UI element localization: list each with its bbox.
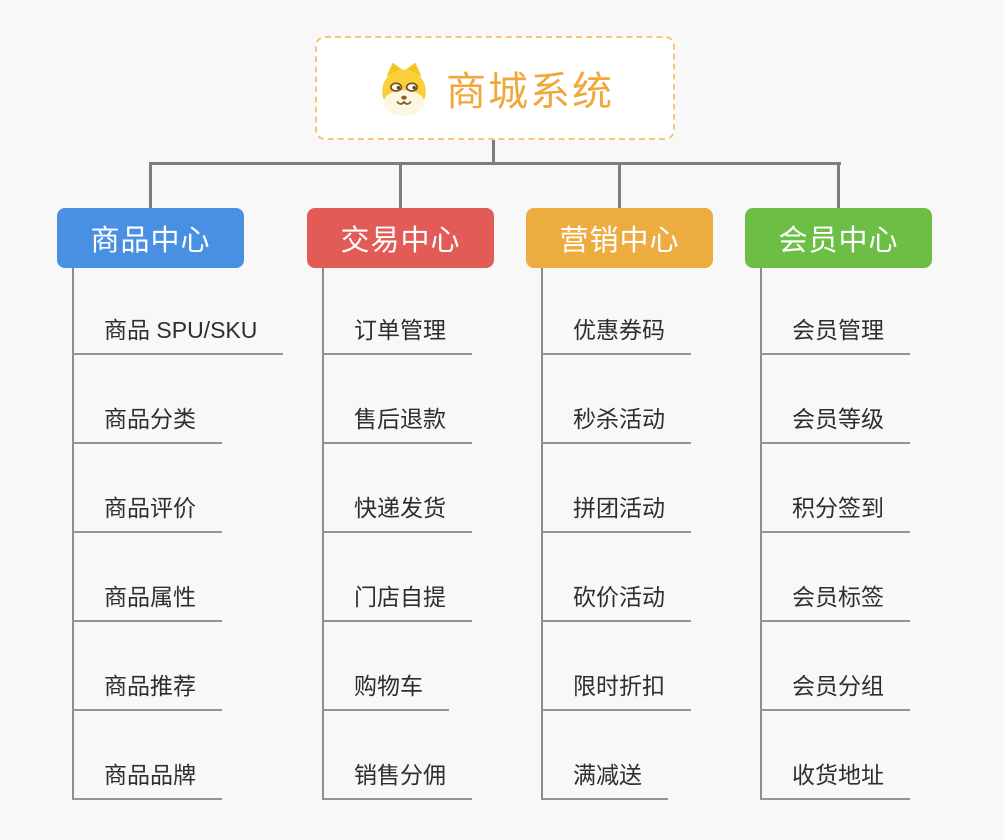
leaf-node[interactable]: 秒杀活动: [541, 400, 691, 444]
leaf-node[interactable]: 销售分佣: [322, 756, 472, 800]
connector-branch-drop: [837, 162, 840, 209]
connector-branch-spine: [541, 268, 543, 800]
branch-header[interactable]: 会员中心: [745, 208, 932, 268]
leaf-node[interactable]: 优惠券码: [541, 311, 691, 355]
connector-root-stem: [492, 140, 495, 165]
leaf-node[interactable]: 收货地址: [760, 756, 910, 800]
leaf-node[interactable]: 售后退款: [322, 400, 472, 444]
leaf-node[interactable]: 商品 SPU/SKU: [72, 311, 284, 355]
connector-branch-spine: [72, 268, 74, 800]
leaf-node[interactable]: 购物车: [322, 667, 449, 711]
leaf-node[interactable]: 会员标签: [760, 578, 910, 622]
leaf-node[interactable]: 商品属性: [72, 578, 222, 622]
leaf-node[interactable]: 商品评价: [72, 489, 222, 533]
root-node[interactable]: 商城系统: [315, 36, 675, 140]
leaf-node[interactable]: 订单管理: [322, 311, 472, 355]
leaf-node[interactable]: 限时折扣: [541, 667, 691, 711]
leaf-node[interactable]: 满减送: [541, 756, 668, 800]
leaf-node[interactable]: 商品分类: [72, 400, 222, 444]
connector-branch-drop: [399, 162, 402, 209]
leaf-node[interactable]: 拼团活动: [541, 489, 691, 533]
leaf-node[interactable]: 商品品牌: [72, 756, 222, 800]
connector-branch-spine: [322, 268, 324, 800]
connector-branch-drop: [618, 162, 621, 209]
leaf-node[interactable]: 砍价活动: [541, 578, 691, 622]
branch-header[interactable]: 交易中心: [307, 208, 494, 268]
connector-branch-drop: [149, 162, 152, 209]
leaf-node[interactable]: 商品推荐: [72, 667, 222, 711]
leaf-node[interactable]: 快递发货: [322, 489, 472, 533]
connector-bus: [149, 162, 841, 165]
branch-header[interactable]: 商品中心: [57, 208, 244, 268]
root-title: 商城系统: [446, 70, 614, 114]
leaf-node[interactable]: 会员分组: [760, 667, 910, 711]
leaf-node[interactable]: 积分签到: [760, 489, 910, 533]
dog-face-icon: [382, 62, 426, 116]
leaf-node[interactable]: 门店自提: [322, 578, 472, 622]
leaf-node[interactable]: 会员管理: [760, 311, 910, 355]
connector-branch-spine: [760, 268, 762, 800]
branch-header[interactable]: 营销中心: [526, 208, 713, 268]
leaf-node[interactable]: 会员等级: [760, 400, 910, 444]
